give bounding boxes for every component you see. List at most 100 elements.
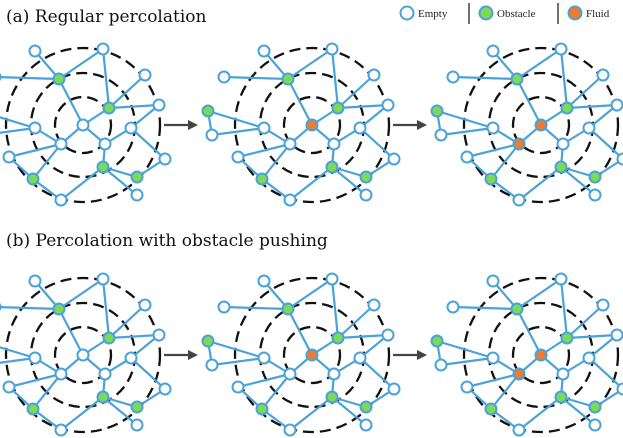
empty-node xyxy=(588,188,602,202)
network-edge xyxy=(490,373,520,410)
fluid-node xyxy=(534,348,548,362)
network-edge xyxy=(518,166,562,201)
empty-node xyxy=(54,193,68,207)
network-edge xyxy=(331,396,367,426)
empty-node xyxy=(231,150,245,164)
step-arrow xyxy=(393,120,427,130)
empty-node xyxy=(327,137,341,151)
obstacle-node xyxy=(554,160,568,174)
obstacle-node xyxy=(52,72,66,86)
network-edge xyxy=(0,306,60,311)
empty-node xyxy=(96,42,110,56)
empty-node xyxy=(54,367,68,381)
empty-node xyxy=(138,298,152,312)
empty-node xyxy=(556,367,570,381)
obstacle-node xyxy=(430,334,444,348)
empty-node xyxy=(158,152,172,166)
empty-node xyxy=(446,300,460,314)
empty-node xyxy=(359,418,373,432)
legend-empty-label: Empty xyxy=(418,8,448,20)
network-edge xyxy=(331,166,367,196)
empty-node xyxy=(76,118,90,132)
network-diagrams xyxy=(0,42,623,437)
network-edge xyxy=(108,103,160,110)
network-edge xyxy=(490,143,520,180)
legend-fluid-label: Fluid xyxy=(586,8,610,20)
network-edge xyxy=(440,126,494,137)
arrow-head xyxy=(417,350,427,360)
network-edge xyxy=(359,357,395,390)
empty-node xyxy=(283,367,297,381)
network-edge xyxy=(8,142,62,159)
network-edge xyxy=(566,103,618,110)
empty-node xyxy=(486,274,500,288)
empty-node xyxy=(434,128,448,142)
network-edge xyxy=(330,48,340,109)
empty-node xyxy=(486,44,500,58)
empty-node xyxy=(283,137,297,151)
outer-ring xyxy=(233,46,391,204)
network-edge xyxy=(560,166,596,196)
legend-fluid-swatch xyxy=(567,5,583,21)
network-edge xyxy=(440,356,494,367)
empty-node xyxy=(434,358,448,372)
network-edge xyxy=(289,166,333,201)
empty-node xyxy=(367,298,381,312)
network-edge xyxy=(223,75,289,81)
empty-node xyxy=(460,380,474,394)
obstacle-node xyxy=(588,400,602,414)
empty-node xyxy=(54,137,68,151)
inner-ring xyxy=(282,325,342,385)
empty-node xyxy=(76,348,90,362)
empty-node xyxy=(616,152,623,166)
legend-empty-swatch xyxy=(399,5,415,21)
network-edge xyxy=(516,308,542,356)
obstacle-node xyxy=(331,101,345,115)
obstacle-node xyxy=(281,72,295,86)
empty-node xyxy=(446,70,460,84)
network-edge xyxy=(108,333,160,340)
network-edge xyxy=(237,142,291,159)
empty-node xyxy=(512,193,526,207)
network-edge xyxy=(207,109,265,130)
obstacle-node xyxy=(484,402,498,416)
outer-ring xyxy=(4,46,162,204)
empty-node xyxy=(54,423,68,437)
network-edge xyxy=(32,373,62,410)
network-edge xyxy=(0,356,36,364)
network-edge xyxy=(560,396,596,426)
empty-node xyxy=(554,42,568,56)
empty-node xyxy=(130,188,144,202)
obstacle-node xyxy=(201,334,215,348)
network-edge xyxy=(58,78,84,126)
obstacle-node xyxy=(510,72,524,86)
obstacle-node xyxy=(96,390,110,404)
empty-node xyxy=(353,351,367,365)
inner-ring xyxy=(53,95,113,155)
network-edge xyxy=(261,373,291,410)
empty-node xyxy=(205,358,219,372)
empty-node xyxy=(130,418,144,432)
network-edge xyxy=(588,127,623,160)
network-edge xyxy=(452,305,518,311)
legend: Empty Obstacle Fluid xyxy=(399,3,610,24)
empty-node xyxy=(283,193,297,207)
network-edge xyxy=(58,48,104,80)
network-edge xyxy=(60,166,104,201)
network-edge xyxy=(559,48,569,109)
obstacle-node xyxy=(331,331,345,345)
empty-node xyxy=(28,274,42,288)
obstacle-node xyxy=(588,170,602,184)
network-edge xyxy=(102,166,138,196)
network-edge xyxy=(130,127,166,160)
network-edge xyxy=(261,143,291,180)
network-edge xyxy=(337,304,375,339)
legend-obstacle-swatch xyxy=(478,5,494,21)
network-edge xyxy=(130,357,166,390)
empty-node xyxy=(327,367,341,381)
empty-node xyxy=(257,274,271,288)
fluid-node xyxy=(534,118,548,132)
network-edge xyxy=(516,78,542,126)
network-edge xyxy=(0,76,60,81)
empty-node xyxy=(124,121,138,135)
